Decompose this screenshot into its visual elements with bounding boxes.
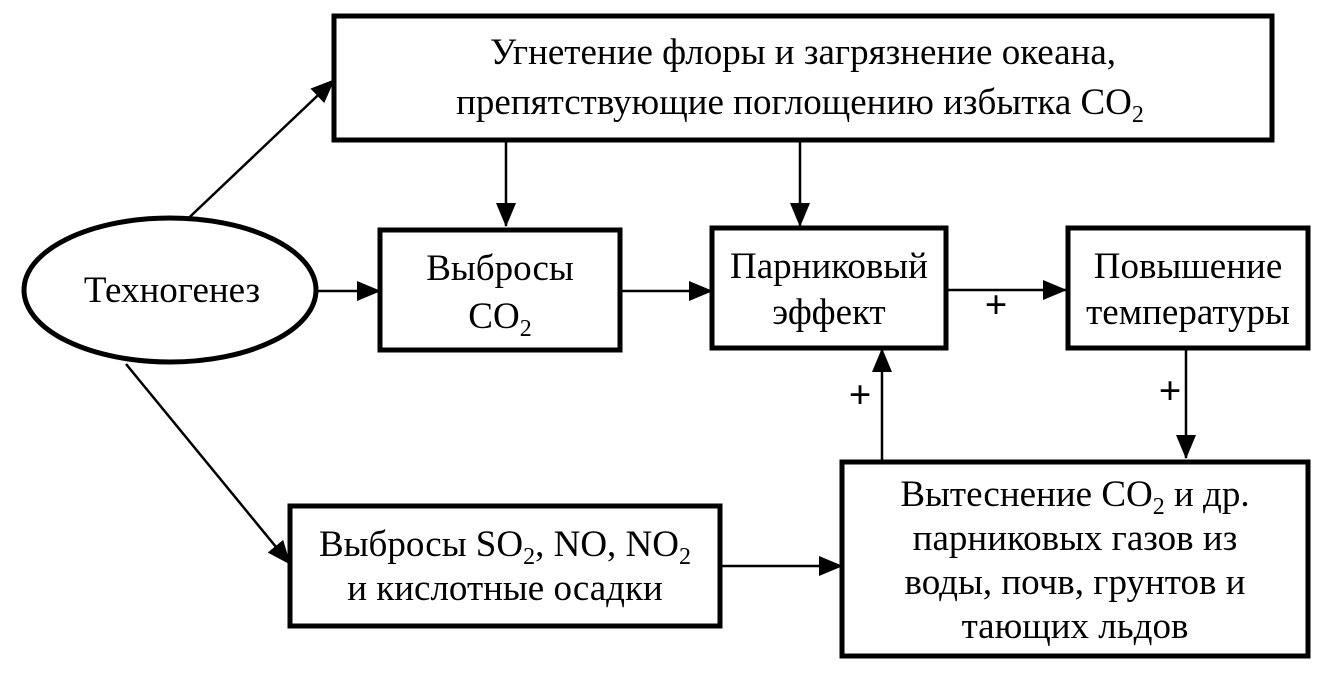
node-so2-emissions: Выбросы SO2, NO, NO2 и кислотные осадки bbox=[287, 503, 723, 629]
node-flora-suppression-line1: Угнетение флоры и загрязнение океана, bbox=[490, 32, 1116, 73]
node-greenhouse-effect-line2: эффект bbox=[772, 292, 885, 333]
node-temperature-rise-line1: Повышение bbox=[1094, 246, 1283, 287]
node-gas-displacement-line1: Вытеснение CO2 и др. bbox=[900, 474, 1249, 520]
node-greenhouse-effect-line1: Парниковый bbox=[730, 246, 928, 287]
node-technogenesis: Техногенез bbox=[21, 215, 319, 365]
edge-technogenesis-to-so2-emissions bbox=[125, 363, 291, 565]
node-co2-emissions-line2: CO2 bbox=[468, 296, 531, 342]
node-flora-suppression-line2: препятствующие поглощению избытка CO2 bbox=[456, 82, 1144, 128]
node-technogenesis-label: Техногенез bbox=[84, 270, 260, 311]
node-gas-displacement-line2: парниковых газов из bbox=[913, 518, 1238, 559]
node-temperature-rise: Повышение температуры bbox=[1065, 225, 1311, 351]
node-so2-emissions-line2: и кислотные осадки bbox=[347, 568, 663, 609]
edges bbox=[125, 79, 1196, 576]
node-temperature-rise-line2: температуры bbox=[1086, 292, 1290, 333]
node-greenhouse-effect: Парниковый эффект bbox=[709, 225, 949, 351]
node-gas-displacement-line4: тающих льдов bbox=[962, 606, 1189, 647]
node-so2-emissions-line1: Выбросы SO2, NO, NO2 bbox=[319, 524, 691, 570]
plus-label-greenhouse-to-temperature: + bbox=[985, 282, 1008, 327]
node-gas-displacement-line3: воды, почв, грунтов и bbox=[905, 562, 1246, 603]
plus-label-temperature-to-displacement: + bbox=[1159, 368, 1182, 413]
edge-technogenesis-to-flora bbox=[175, 79, 335, 231]
plus-label-displacement-to-greenhouse: + bbox=[849, 372, 872, 417]
node-flora-suppression: Угнетение флоры и загрязнение океана, пр… bbox=[331, 13, 1275, 143]
node-gas-displacement: Вытеснение CO2 и др. парниковых газов из… bbox=[839, 459, 1311, 659]
node-co2-emissions: Выбросы CO2 bbox=[377, 227, 623, 353]
node-co2-emissions-line1: Выбросы bbox=[426, 248, 574, 289]
